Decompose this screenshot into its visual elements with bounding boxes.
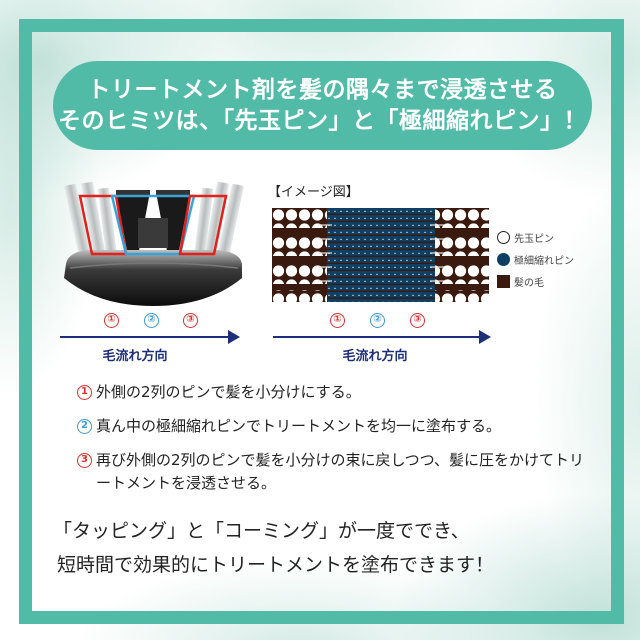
red-box-right: [178, 194, 228, 256]
step-badge-1: 1: [77, 385, 92, 400]
closing-line-1: 「タッピング」と「コーミング」が一度ででき、: [53, 520, 470, 542]
step-list: 1 外側の2列のピンで髪を小分けにする。 2 真ん中の極細縮れピンでトリートメン…: [77, 381, 587, 506]
white-circle-icon: [497, 230, 510, 244]
step-text: 再び外側の2列のピンで髪を小分けの束に戻しつつ、髪に圧をかけてトリートメントを浸…: [96, 451, 585, 492]
brown-square-icon: [497, 274, 510, 288]
black-center-pins: [116, 190, 190, 256]
navy-circle-icon: [497, 252, 510, 266]
image-diagram-title: 【イメージ図】: [268, 185, 359, 200]
closing-message: 「タッピング」と「コーミング」が一度ででき、 短時間で効果的にトリートメントを塗…: [53, 514, 593, 582]
closing-line-2: 短時間で効果的にトリートメントを塗布できます！: [57, 554, 495, 576]
pin-pattern-diagram: [272, 208, 489, 302]
header-banner: トリートメント剤を髪の隅々まで浸透させる そのヒミツは、「先玉ピン」と「極細縮れ…: [53, 61, 592, 150]
step-number-1: ①: [104, 313, 119, 328]
step-text: 真ん中の極細縮れピンでトリートメントを均一に塗布する。: [96, 417, 502, 435]
brush-illustration: [64, 181, 244, 306]
step-number-3: ③: [183, 313, 198, 328]
flow-arrow-left: [60, 330, 240, 344]
diagram-number-2: ②: [370, 313, 385, 328]
step-item-3: 3 再び外側の2列のピンで髪を小分けの束に戻しつつ、髪に圧をかけてトリートメント…: [77, 449, 587, 495]
diagram-number-1: ①: [330, 313, 345, 328]
flow-arrow-right: [273, 330, 491, 344]
legend-item-tip-ball-pin: 先玉ピン: [497, 226, 574, 248]
clear-pins-right: [193, 181, 244, 263]
legend-label: 先玉ピン: [514, 233, 554, 245]
legend-label: 極細縮れピン: [514, 255, 574, 267]
flow-label-left: 毛流れ方向: [102, 349, 168, 364]
step-item-1: 1 外側の2列のピンで髪を小分けにする。: [77, 381, 587, 404]
diagram-number-3: ③: [410, 313, 425, 328]
teal-frame: [19, 19, 624, 624]
clear-pins-left: [64, 181, 118, 263]
step-number-2: ②: [144, 313, 159, 328]
legend-item-ultrafine-pin: 極細縮れピン: [497, 248, 574, 270]
legend-label: 髪の毛: [514, 277, 544, 289]
pattern-legend: 先玉ピン 極細縮れピン 髪の毛: [497, 226, 574, 292]
legend-item-hair: 髪の毛: [497, 270, 574, 292]
step-item-2: 2 真ん中の極細縮れピンでトリートメントを均一に塗布する。: [77, 415, 587, 438]
header-line-2: そのヒミツは、「先玉ピン」と「極細縮れピン」！: [58, 107, 587, 134]
flow-label-right: 毛流れ方向: [342, 349, 408, 364]
step-badge-3: 3: [77, 453, 92, 468]
header-line-1: トリートメント剤を髪の隅々まで浸透させる: [87, 76, 558, 103]
step-badge-2: 2: [77, 419, 92, 434]
step-text: 外側の2列のピンで髪を小分けにする。: [96, 383, 361, 401]
